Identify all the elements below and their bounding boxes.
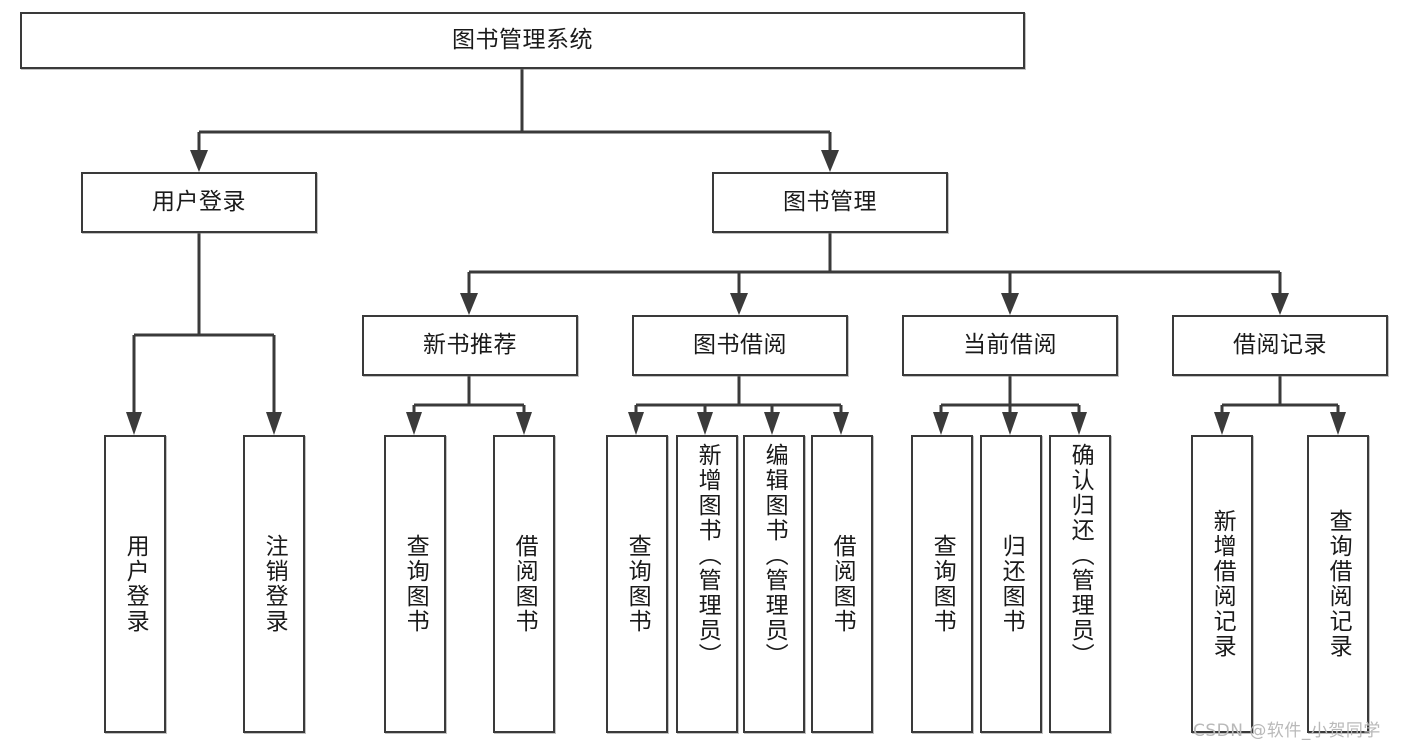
node-label: 借阅记录 (1233, 331, 1327, 358)
node-book-management-system[interactable]: 图书管理系统 (20, 12, 1025, 69)
leaf-user-login[interactable]: 用户登录 (104, 435, 166, 733)
leaf-confirm-return[interactable]: 确认归还（管理员） (1049, 435, 1111, 733)
leaf-edit-book[interactable]: 编辑图书（管理员） (743, 435, 805, 733)
node-label: 用户登录 (152, 188, 246, 215)
node-new-book-recommend[interactable]: 新书推荐 (362, 315, 578, 376)
node-label: 查询借阅记录 (1325, 509, 1352, 659)
node-label: 图书管理系统 (452, 26, 593, 53)
node-borrow-record[interactable]: 借阅记录 (1172, 315, 1388, 376)
node-label: 新增图书（管理员） (694, 443, 721, 668)
node-label: 借阅图书 (829, 534, 856, 634)
leaf-logout-login[interactable]: 注销登录 (243, 435, 305, 733)
leaf-add-borrow-record[interactable]: 新增借阅记录 (1191, 435, 1253, 733)
node-label: 借阅图书 (511, 534, 538, 634)
leaf-query-book-recommend[interactable]: 查询图书 (384, 435, 446, 733)
leaf-add-book[interactable]: 新增图书（管理员） (676, 435, 738, 733)
node-label: 归还图书 (998, 534, 1025, 634)
leaf-borrow-book-recommend[interactable]: 借阅图书 (493, 435, 555, 733)
node-label: 注销登录 (261, 534, 288, 634)
leaf-borrow-book[interactable]: 借阅图书 (811, 435, 873, 733)
node-label: 查询图书 (624, 534, 651, 634)
node-book-borrow[interactable]: 图书借阅 (632, 315, 848, 376)
leaf-query-book-current[interactable]: 查询图书 (911, 435, 973, 733)
node-label: 图书管理 (783, 188, 877, 215)
node-user-login[interactable]: 用户登录 (81, 172, 317, 233)
node-label: 当前借阅 (963, 331, 1057, 358)
node-book-management[interactable]: 图书管理 (712, 172, 948, 233)
leaf-return-book[interactable]: 归还图书 (980, 435, 1042, 733)
node-label: 用户登录 (122, 534, 149, 634)
leaf-query-book-borrow[interactable]: 查询图书 (606, 435, 668, 733)
node-label: 查询图书 (402, 534, 429, 634)
node-current-borrow[interactable]: 当前借阅 (902, 315, 1118, 376)
node-label: 新书推荐 (423, 331, 517, 358)
leaf-query-borrow-record[interactable]: 查询借阅记录 (1307, 435, 1369, 733)
node-label: 查询图书 (929, 534, 956, 634)
node-label: 编辑图书（管理员） (761, 443, 788, 668)
node-label: 新增借阅记录 (1209, 509, 1236, 659)
node-label: 确认归还（管理员） (1067, 443, 1094, 668)
node-label: 图书借阅 (693, 331, 787, 358)
